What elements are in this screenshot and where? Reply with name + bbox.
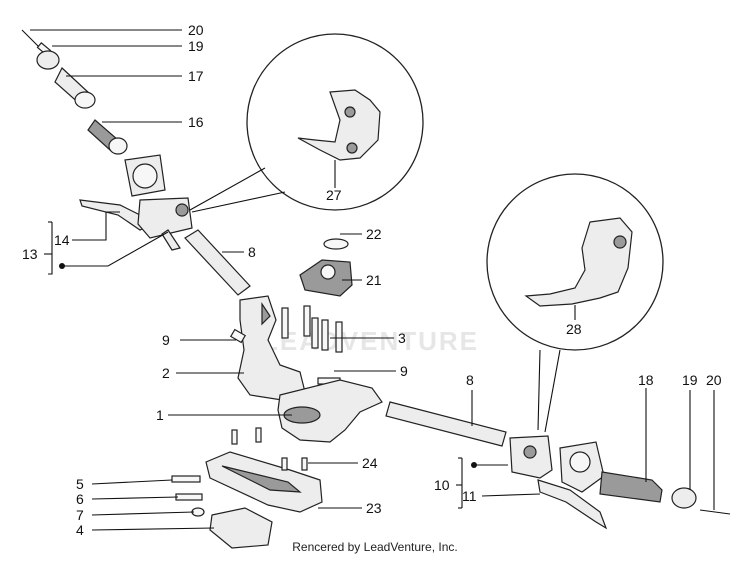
left-grip-parts (21, 29, 166, 197)
main-bracket (277, 379, 383, 443)
callout-23: 23 (366, 500, 382, 516)
right-handlebar-tube (385, 401, 507, 447)
callout-16: 16 (188, 114, 204, 130)
callout-14: 14 (54, 232, 70, 248)
callout-labels: 20 19 17 16 27 13 14 8 22 21 28 3 9 9 2 … (22, 22, 722, 538)
upright-bracket (229, 295, 306, 401)
zoom-detail-27 (189, 33, 424, 213)
left-handlebar-tube (184, 229, 251, 296)
callout-11: 11 (462, 488, 477, 504)
callout-18: 18 (638, 372, 654, 388)
callout-28: 28 (566, 321, 582, 337)
callout-1: 1 (156, 407, 164, 423)
zoom-detail-28 (486, 173, 664, 433)
part-28-lever (524, 217, 633, 307)
callout-21: 21 (366, 272, 382, 288)
callout-24: 24 (362, 455, 378, 471)
watermark: LEADVENTURE (262, 326, 479, 356)
clamp-cover (299, 238, 353, 297)
left-master-cylinder (79, 197, 193, 251)
callout-20-top: 20 (188, 22, 204, 38)
lower-component-4 (171, 475, 273, 549)
callout-10: 10 (434, 477, 450, 493)
credit-footer: Rencered by LeadVenture, Inc. (292, 540, 458, 554)
right-grip (599, 471, 663, 503)
lower-cover (205, 427, 323, 513)
callout-4: 4 (76, 522, 84, 538)
callout-17: 17 (188, 68, 204, 84)
callout-6: 6 (76, 491, 84, 507)
callout-8-left: 8 (248, 244, 256, 260)
callout-7: 7 (76, 507, 84, 523)
callout-2: 2 (162, 365, 170, 381)
callout-9-left: 9 (162, 332, 170, 348)
callout-19-right: 19 (682, 372, 698, 388)
bolts-3 (281, 305, 343, 353)
callout-8-right: 8 (466, 372, 474, 388)
callout-27: 27 (326, 187, 342, 203)
bar-end-screw (699, 509, 731, 515)
callout-3: 3 (398, 330, 406, 346)
part-27-cover (297, 89, 381, 161)
callout-13: 13 (22, 246, 38, 262)
leader-lines (30, 29, 715, 531)
right-master-cylinder (509, 435, 608, 530)
callout-20-right: 20 (706, 372, 722, 388)
right-switch-housing (559, 441, 605, 493)
bar-end-weight (671, 487, 697, 509)
callout-5: 5 (76, 476, 84, 492)
callout-9-right: 9 (400, 363, 408, 379)
callout-19-top: 19 (188, 38, 204, 54)
callout-22: 22 (366, 226, 382, 242)
